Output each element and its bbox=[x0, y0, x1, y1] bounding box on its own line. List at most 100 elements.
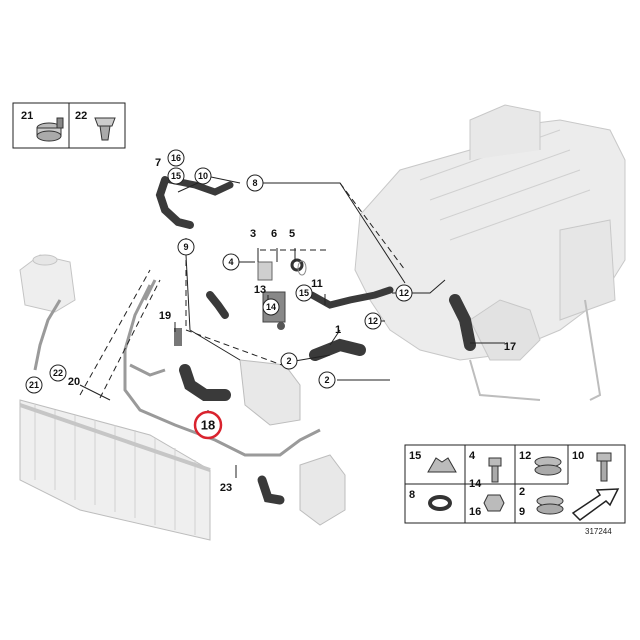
callout-number: 6 bbox=[271, 228, 277, 240]
callout-circle bbox=[222, 253, 240, 271]
callout-number: 19 bbox=[159, 310, 171, 322]
callout: 4 bbox=[222, 253, 240, 271]
callout-circle bbox=[395, 284, 413, 302]
callout: 7 bbox=[155, 157, 161, 169]
accessory-number: 21 bbox=[21, 110, 33, 122]
engine-block-illustration bbox=[354, 104, 626, 401]
legend-number: 9 bbox=[519, 506, 525, 518]
legend-number: 14 bbox=[469, 478, 482, 490]
callout-number: 2 bbox=[324, 375, 329, 385]
callout: 15 bbox=[167, 167, 185, 185]
callout-circle bbox=[167, 167, 185, 185]
callout-number: 13 bbox=[254, 284, 266, 296]
callout-number: 14 bbox=[266, 302, 276, 312]
callout-number: 8 bbox=[252, 178, 257, 188]
callout: 9 bbox=[177, 238, 195, 256]
callout: 12 bbox=[364, 312, 382, 330]
callout-number: 23 bbox=[220, 482, 232, 494]
spring-clamp-icon bbox=[536, 495, 564, 515]
callout-circle bbox=[280, 352, 298, 370]
callout: 15 bbox=[295, 284, 313, 302]
callout-number: 7 bbox=[155, 157, 161, 169]
callout-number: 11 bbox=[311, 278, 323, 290]
coolant-hoses bbox=[155, 176, 476, 505]
callout-circle bbox=[364, 312, 382, 330]
callout-circle bbox=[193, 410, 223, 440]
callout: 3 bbox=[250, 228, 256, 240]
fastener-legend-box: 15 4 14 12 10 8 16 2 9 bbox=[404, 444, 626, 524]
callout-number: 20 bbox=[68, 376, 80, 388]
radiator-illustration bbox=[19, 399, 211, 541]
callout: 12 bbox=[395, 284, 413, 302]
callout-circle bbox=[25, 376, 43, 394]
callout: 10 bbox=[194, 167, 212, 185]
diagram-reference-number: 317244 bbox=[585, 527, 612, 536]
callout-number: 21 bbox=[29, 380, 39, 390]
accessory-parts-box: 21 22 bbox=[12, 102, 126, 149]
callout-number: 9 bbox=[183, 242, 188, 252]
thermostat-housing-illustration bbox=[239, 359, 346, 526]
callout-number: 10 bbox=[198, 171, 208, 181]
callout-circle bbox=[194, 167, 212, 185]
callout: 16 bbox=[167, 149, 185, 167]
callout-circle bbox=[246, 174, 264, 192]
direction-arrow-icon bbox=[571, 488, 620, 521]
legend-number: 8 bbox=[409, 489, 415, 501]
callout-number: 18 bbox=[201, 418, 215, 433]
callout-number: 5 bbox=[289, 228, 295, 240]
callout: 23 bbox=[220, 482, 232, 494]
callout: 1 bbox=[335, 324, 341, 336]
o-ring-icon bbox=[428, 495, 452, 511]
legend-number: 4 bbox=[469, 450, 476, 462]
callout: 21 bbox=[25, 376, 43, 394]
callout: 11 bbox=[311, 278, 323, 290]
callout-circle bbox=[295, 284, 313, 302]
callout: 22 bbox=[49, 364, 67, 382]
callout: 2 bbox=[318, 371, 336, 389]
callout-number: 22 bbox=[53, 368, 63, 378]
callout: 20 bbox=[68, 376, 80, 388]
callout-number: 4 bbox=[228, 257, 233, 267]
callout-circle bbox=[167, 149, 185, 167]
callout-circle bbox=[262, 298, 280, 316]
coolant-pipes bbox=[33, 279, 321, 457]
callout: 6 bbox=[271, 228, 277, 240]
callout-number: 3 bbox=[250, 228, 256, 240]
callout-number: 15 bbox=[299, 288, 309, 298]
expanding-rivet-icon bbox=[94, 117, 116, 141]
legend-number: 2 bbox=[519, 486, 525, 498]
callout: 2 bbox=[280, 352, 298, 370]
legend-number: 15 bbox=[409, 450, 421, 462]
callout-number: 2 bbox=[286, 356, 291, 366]
callout-circle bbox=[177, 238, 195, 256]
callout: 17 bbox=[504, 341, 516, 353]
legend-number: 16 bbox=[469, 506, 481, 518]
callout-number: 12 bbox=[399, 288, 409, 298]
callout: 14 bbox=[262, 298, 280, 316]
callout-number: 1 bbox=[335, 324, 341, 336]
callout: 8 bbox=[246, 174, 264, 192]
small-parts bbox=[174, 258, 307, 346]
callout-circle bbox=[49, 364, 67, 382]
nut-icon bbox=[483, 494, 505, 512]
callout-number: 17 bbox=[504, 341, 516, 353]
holder-clip-icon bbox=[427, 457, 457, 473]
legend-number: 10 bbox=[572, 450, 584, 462]
callout: 19 bbox=[159, 310, 171, 322]
callout-number: 15 bbox=[171, 171, 181, 181]
callout: 13 bbox=[254, 284, 266, 296]
hex-bolt-icon bbox=[488, 457, 502, 483]
legend-number: 12 bbox=[519, 450, 531, 462]
callout-circle bbox=[318, 371, 336, 389]
expansion-tank-illustration bbox=[19, 254, 76, 313]
hose-clamp-icon bbox=[36, 117, 64, 142]
callout-number: 12 bbox=[368, 316, 378, 326]
accessory-number: 22 bbox=[75, 110, 87, 122]
hose-clamp-icon bbox=[534, 456, 562, 476]
callout: 5 bbox=[289, 228, 295, 240]
callout-number: 16 bbox=[171, 153, 181, 163]
assembly-lines bbox=[79, 182, 406, 399]
hex-bolt-icon bbox=[596, 452, 612, 482]
